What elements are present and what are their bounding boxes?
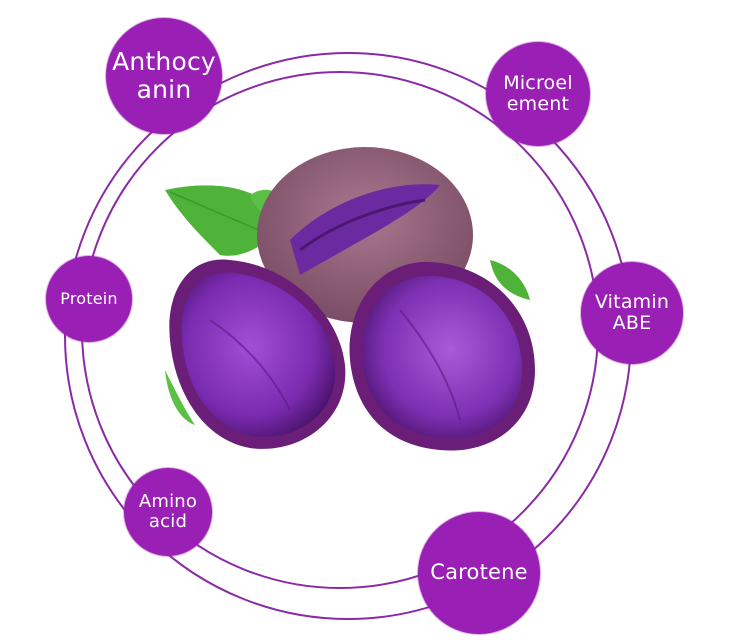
nutrient-label-line1: Anthocy (112, 47, 216, 76)
sweet-potato-image (165, 147, 535, 451)
nutrient-bubble-vitamin-abe: Vitamin ABE (581, 262, 683, 364)
nutrient-label-line1: Amino (138, 490, 198, 512)
nutrient-label-line2: anin (136, 75, 192, 104)
nutrient-bubble-carotene: Carotene (418, 512, 540, 634)
nutrient-label-line2: acid (148, 511, 188, 532)
nutrient-label-line1: Carotene (430, 560, 528, 585)
nutrient-bubble-protein: Protein (46, 256, 132, 342)
nutrient-bubble-anthocyanin: Anthocy anin (106, 18, 222, 134)
nutrient-label-line1: Vitamin (594, 290, 670, 313)
nutrient-label-line1: Protein (60, 289, 118, 309)
nutrient-bubble-microelement: Microel ement (486, 42, 590, 146)
nutrient-label-line1: Microel (503, 71, 573, 94)
nutrient-bubble-amino-acid: Amino acid (124, 468, 212, 556)
nutrient-label-line2: ABE (612, 312, 652, 334)
nutrient-label-line2: ement (506, 93, 570, 115)
